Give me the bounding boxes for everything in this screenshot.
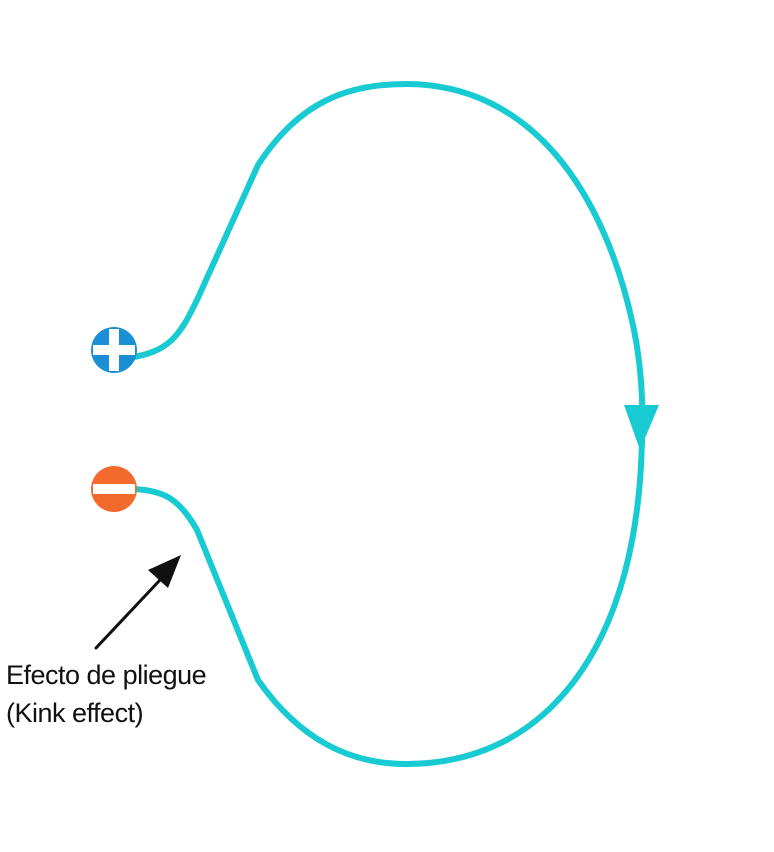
annotation-arrowhead <box>148 555 181 588</box>
kink-effect-label-english: (Kink effect) <box>6 698 144 728</box>
kink-effect-label-spanish: Efecto de pliegue <box>6 660 207 690</box>
negative-terminal-icon <box>91 466 137 512</box>
direction-arrowhead <box>624 405 659 450</box>
annotation-arrow-line <box>94 578 162 650</box>
positive-terminal-icon <box>91 327 137 373</box>
kink-effect-label: Efecto de pliegue (Kink effect) <box>6 656 207 732</box>
